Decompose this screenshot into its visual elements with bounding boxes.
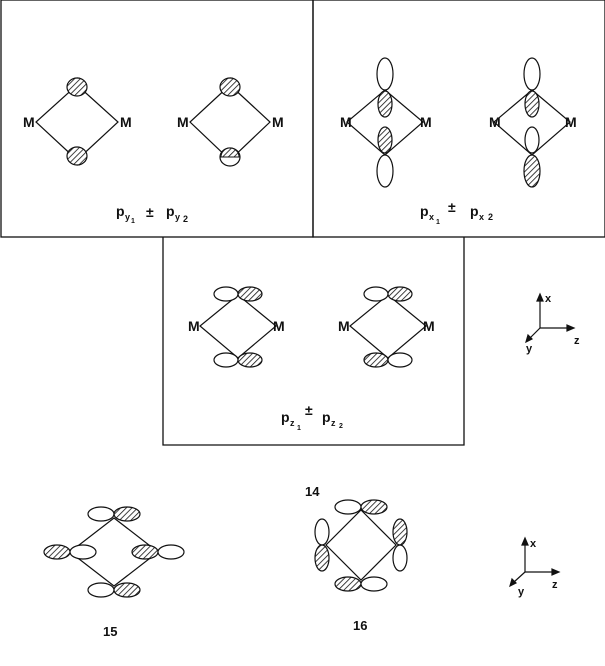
structure-number-15: 15	[103, 624, 117, 639]
svg-text:p: p	[470, 203, 479, 219]
svg-text:y: y	[175, 212, 180, 222]
panel-py-label: p y 1 ± p y 2	[116, 203, 188, 225]
svg-text:p: p	[166, 203, 175, 219]
svg-text:±: ±	[305, 402, 313, 418]
structure-number-14: 14	[305, 484, 320, 499]
svg-text:p: p	[322, 409, 331, 425]
structure-16	[314, 499, 408, 592]
axis-z-label: z	[574, 335, 580, 347]
metal-label: M	[423, 318, 435, 334]
svg-text:2: 2	[183, 214, 188, 224]
panel-pz-label: p z 1 ± p z 2	[281, 402, 343, 432]
svg-text:x: x	[429, 212, 434, 222]
metal-label: M	[420, 114, 432, 130]
py-antisymmetric-combination	[189, 77, 271, 167]
structure-15	[43, 506, 185, 598]
svg-text:±: ±	[146, 204, 154, 220]
svg-text:1: 1	[297, 425, 301, 432]
svg-text:2: 2	[339, 423, 343, 430]
axes-icon	[525, 292, 576, 344]
axes-icon	[509, 536, 561, 588]
svg-text:y: y	[125, 212, 130, 222]
svg-text:1: 1	[436, 219, 440, 226]
svg-text:2: 2	[488, 212, 493, 222]
metal-label: M	[489, 114, 501, 130]
svg-text:z: z	[331, 418, 336, 428]
px-symmetric-combination	[346, 57, 424, 188]
pz-symmetric-combination	[199, 286, 277, 368]
metal-label: M	[565, 114, 577, 130]
svg-text:z: z	[290, 418, 295, 428]
axis-y-label: y	[526, 343, 533, 355]
metal-label: M	[338, 318, 350, 334]
metal-label: M	[177, 114, 189, 130]
panel-px-label: p x 1 ± p x 2	[420, 199, 493, 226]
structure-number-16: 16	[353, 618, 367, 633]
svg-text:±: ±	[448, 199, 456, 215]
metal-label: M	[23, 114, 35, 130]
pz-antisymmetric-combination	[349, 286, 427, 368]
svg-text:x: x	[479, 212, 484, 222]
svg-text:p: p	[116, 203, 125, 219]
svg-text:1: 1	[131, 218, 135, 225]
metal-label: M	[188, 318, 200, 334]
metal-label: M	[120, 114, 132, 130]
axis-y-label: y	[518, 586, 525, 598]
panel-px-frame	[312, 0, 605, 238]
axis-x-label: x	[545, 293, 552, 305]
metal-label: M	[273, 318, 285, 334]
px-antisymmetric-combination	[493, 57, 571, 188]
metal-label: M	[272, 114, 284, 130]
axis-z-label: z	[552, 579, 558, 591]
svg-text:p: p	[420, 203, 429, 219]
metal-label: M	[340, 114, 352, 130]
svg-text:p: p	[281, 409, 290, 425]
py-symmetric-combination	[35, 77, 119, 166]
panel-pz-frame	[162, 237, 465, 446]
axis-x-label: x	[530, 538, 537, 550]
